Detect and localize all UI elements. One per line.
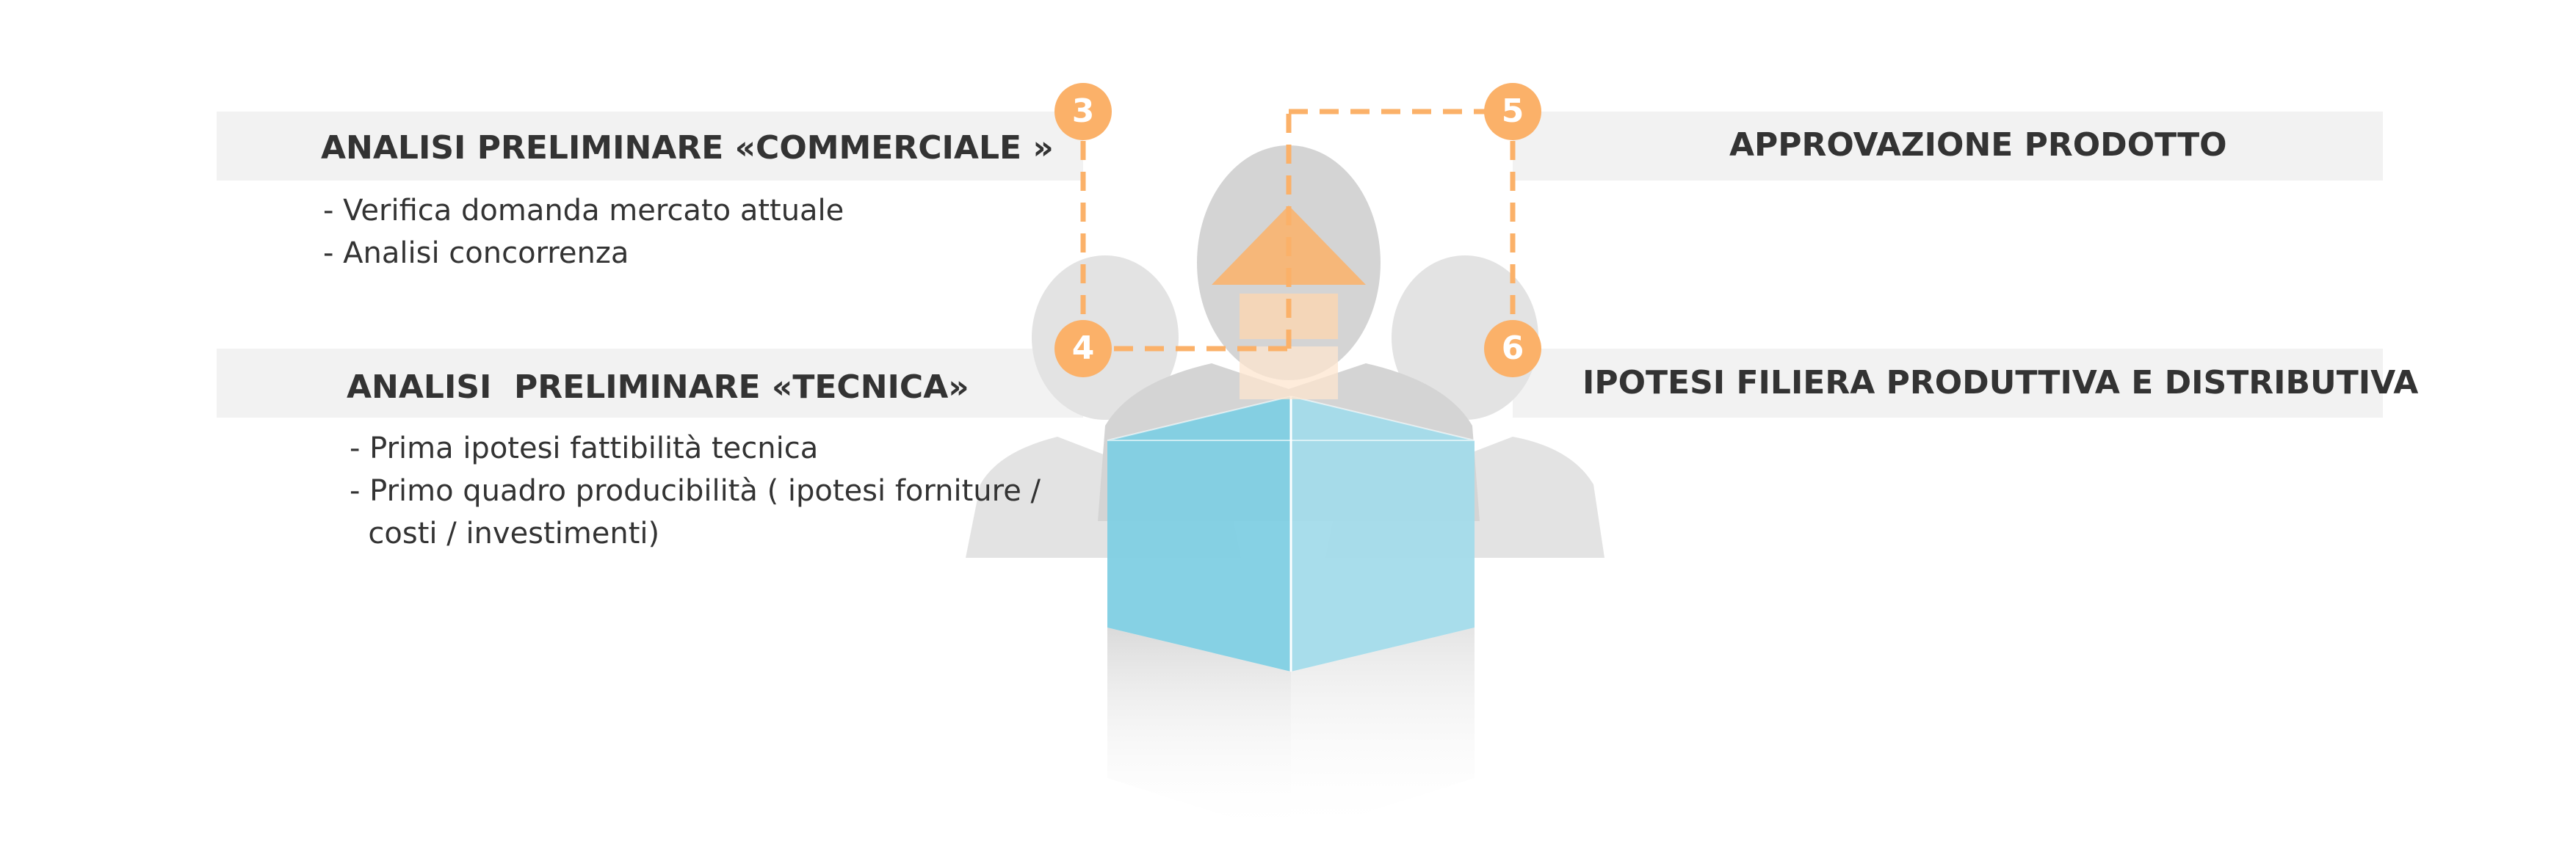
step-6-title: IPOTESI FILIERA PRODUTTIVA E DISTRIBUTIV… bbox=[1582, 364, 2419, 401]
list-item: costi / investimenti) bbox=[350, 517, 660, 550]
box-icon bbox=[1107, 395, 1475, 672]
step-4-badge: 4 bbox=[1054, 320, 1112, 377]
band-step-3 bbox=[217, 112, 1083, 181]
step-3-badge: 3 bbox=[1054, 83, 1112, 140]
dashed-connector-4-5 bbox=[1286, 109, 1513, 349]
step-6-badge: 6 bbox=[1484, 320, 1541, 377]
step-5-title: APPROVAZIONE PRODOTTO bbox=[1729, 126, 2227, 164]
step-4-title: ANALISI PRELIMINARE «TECNICA» bbox=[347, 368, 969, 406]
band-step-5 bbox=[1513, 112, 2383, 181]
dashed-connector-3-4 bbox=[1080, 141, 1289, 352]
step-3-bullets: - Verifica domanda mercato attuale - Ana… bbox=[323, 189, 844, 275]
step-4-bullets: - Prima ipotesi fattibilità tecnica - Pr… bbox=[350, 427, 1041, 555]
list-item: - Analisi concorrenza bbox=[323, 236, 629, 270]
list-item: - Verifica domanda mercato attuale bbox=[323, 194, 844, 228]
step-3-title: ANALISI PRELIMINARE «COMMERCIALE » bbox=[321, 129, 1054, 167]
list-item: - Primo quadro producibilità ( ipotesi f… bbox=[350, 474, 1041, 508]
list-item: - Prima ipotesi fattibilità tecnica bbox=[350, 432, 819, 465]
band-step-6 bbox=[1513, 349, 2383, 418]
step-5-badge: 5 bbox=[1484, 83, 1541, 140]
band-step-4 bbox=[217, 349, 1083, 418]
box-reflection-icon bbox=[1107, 628, 1475, 837]
